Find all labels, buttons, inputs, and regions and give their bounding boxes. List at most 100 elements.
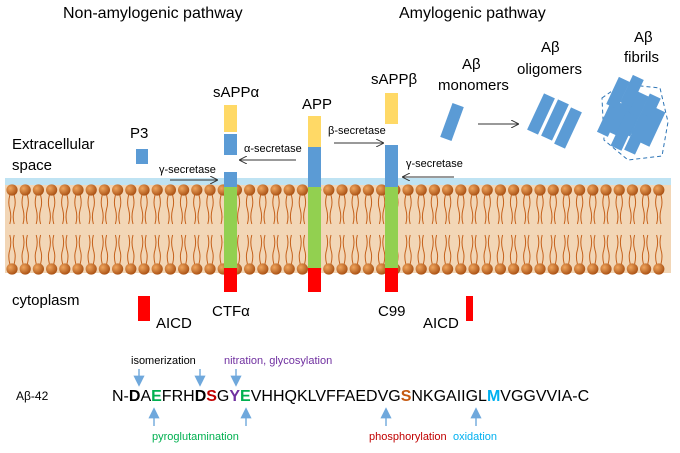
lipid-tail — [633, 234, 637, 265]
lipid-tail — [131, 234, 135, 265]
lipid-head — [587, 263, 599, 275]
lipid-head — [442, 263, 454, 275]
lipid-tail — [100, 194, 104, 225]
pyroglutamination-label: pyroglutamination — [152, 431, 239, 443]
lipid-head — [640, 263, 652, 275]
lipid-head — [257, 263, 269, 275]
lipid-tail — [487, 234, 491, 265]
lipid-tail — [74, 194, 78, 225]
lipid-head — [376, 263, 388, 275]
lipid-tail — [377, 194, 381, 225]
lipid-tail — [237, 194, 241, 225]
lipid-head — [32, 263, 45, 275]
lipid-tail — [52, 194, 56, 225]
lipid-tail — [382, 194, 386, 225]
lipid-head — [560, 263, 573, 275]
lipid-tail — [593, 194, 597, 225]
lipid-tail — [615, 194, 619, 225]
lipid-head — [204, 263, 216, 275]
lipid-head — [270, 184, 282, 196]
lipid-tail — [523, 194, 527, 225]
seq-e3-pyroglutamination-site: E — [151, 388, 162, 405]
lipid-tail — [646, 194, 650, 225]
lipid-head — [507, 263, 520, 275]
lipid-tail — [184, 234, 188, 265]
seq-s8-phosphorylation-site: S — [206, 388, 217, 405]
lipid-tail — [144, 194, 148, 225]
lipid-tail — [87, 194, 91, 225]
lipid-head — [626, 263, 639, 275]
phosphorylation-label: phosphorylation — [369, 431, 447, 443]
lipid-head — [138, 184, 150, 196]
sappa-ectodomain — [224, 105, 237, 132]
lipid-head — [468, 184, 480, 196]
lipid-tail — [184, 194, 188, 225]
lipid-tail — [364, 234, 368, 265]
fibrils-label-line2: fibrils — [624, 49, 659, 66]
membrane-core — [5, 185, 671, 273]
lipid-tail — [536, 234, 540, 265]
lipid-head — [32, 184, 45, 196]
lipid-tail — [404, 234, 408, 265]
lipid-tail — [567, 194, 571, 225]
lipid-tail — [443, 234, 447, 265]
lipid-tail — [474, 234, 478, 265]
monomers-label-line1: Aβ — [462, 56, 481, 73]
lipid-tail — [91, 194, 95, 225]
beta-secretase-label: β-secretase — [328, 125, 386, 137]
lipid-head — [574, 263, 586, 275]
seq-s26-phosphorylation-site: S — [401, 388, 412, 405]
lipid-tail — [417, 234, 421, 265]
lipid-tail — [523, 234, 527, 265]
lipid-head — [59, 184, 71, 196]
lipid-tail — [25, 194, 29, 225]
lipid-tail — [430, 234, 434, 265]
lipid-tail — [153, 194, 157, 225]
lipid-tail — [47, 234, 51, 265]
lipid-tail — [276, 234, 280, 265]
lipid-tail — [615, 234, 619, 265]
lipid-tail — [219, 194, 223, 225]
fibrils-label-line1: Aβ — [634, 29, 653, 46]
lipid-tail — [171, 234, 175, 265]
lipid-tail — [303, 234, 307, 265]
lipid-head — [125, 184, 137, 196]
lipid-tail — [113, 194, 117, 225]
lipid-tail — [325, 234, 329, 265]
lipid-tail — [628, 194, 632, 225]
seq-a2: A — [140, 388, 151, 405]
app-intracellular — [308, 268, 321, 292]
lipid-tail — [12, 234, 16, 265]
lipid-head — [98, 263, 110, 275]
lipid-tail — [100, 234, 104, 265]
lipid-tail — [377, 234, 381, 265]
lipid-head — [59, 263, 71, 275]
lipid-tail — [78, 194, 82, 225]
lipid-head — [151, 184, 163, 196]
lipid-tail — [342, 194, 346, 225]
lipid-head — [164, 184, 176, 196]
lipid-tail — [8, 194, 12, 225]
lipid-head — [323, 263, 335, 275]
lipid-tail — [470, 194, 474, 225]
oligomers-label-line2: oligomers — [517, 61, 582, 78]
lipid-tail — [259, 194, 263, 225]
lipid-tail — [509, 194, 513, 225]
lipid-tail — [628, 234, 632, 265]
lipid-head — [613, 184, 625, 196]
lipid-head — [481, 263, 493, 275]
lipid-tail — [65, 234, 69, 265]
lipid-tail — [206, 194, 210, 225]
lipid-tail — [118, 234, 122, 265]
lipid-tail — [219, 234, 223, 265]
lipid-head — [455, 184, 467, 196]
lipid-tail — [34, 194, 38, 225]
lipid-head — [6, 263, 18, 275]
lipid-head — [402, 263, 414, 275]
lipid-tail — [575, 234, 579, 265]
lipid-head — [494, 263, 506, 275]
lipid-head — [442, 184, 454, 196]
lipid-head — [428, 263, 440, 275]
lipid-tail — [25, 234, 29, 265]
lipid-head — [336, 263, 348, 275]
